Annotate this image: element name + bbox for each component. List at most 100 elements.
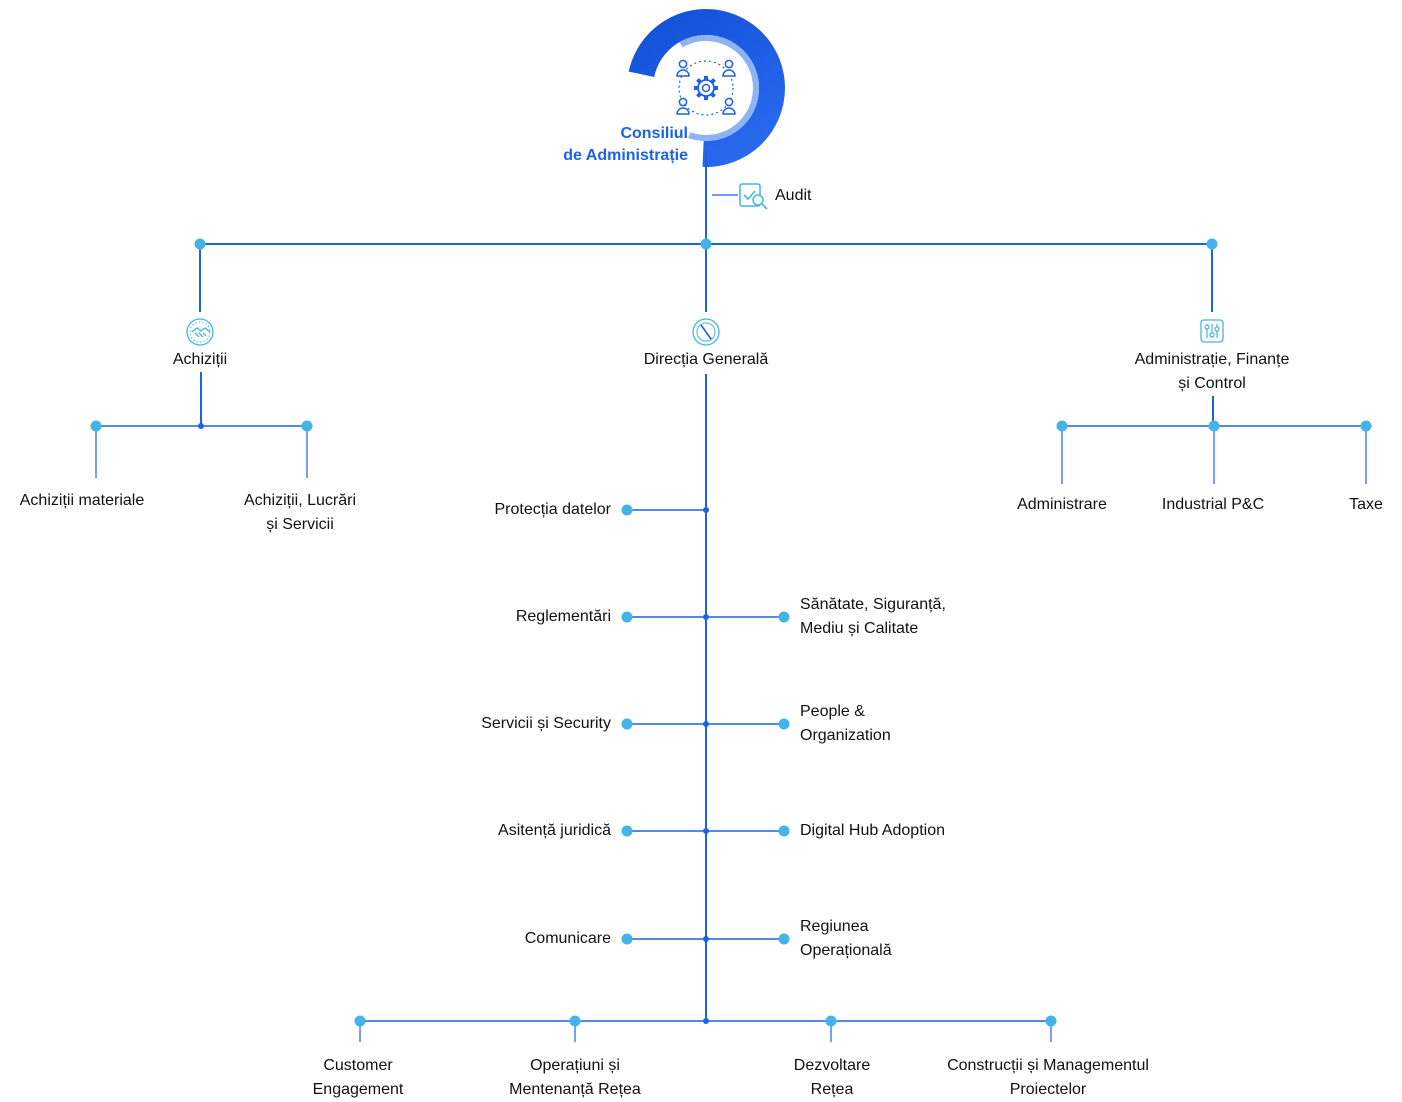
- person-head: [724, 97, 734, 107]
- sliders-icon: [1200, 319, 1224, 343]
- bottom-item-3-label-line-1: Construcții și Managementul: [947, 1057, 1149, 1074]
- directia-right-dot: [778, 611, 790, 623]
- audit-check-icon: [739, 183, 768, 210]
- slider-knob: [1204, 324, 1210, 330]
- branch-administratie-label: Administrație, Finanțe și Control: [1135, 348, 1290, 396]
- top-bus-dot: [1206, 238, 1218, 250]
- directia-left-item-4-label: Comunicare: [525, 927, 611, 951]
- branch-administratie-label-line-2: și Control: [1178, 375, 1246, 392]
- bottom-item-1-label-line-1: Operațiuni și: [530, 1057, 620, 1074]
- person-head: [678, 97, 688, 107]
- person-body: [722, 107, 736, 115]
- board-outer-arc: [627, 8, 786, 167]
- achizitii-materiale-label: Achiziții materiale: [20, 489, 144, 513]
- compass-needle: [700, 324, 712, 340]
- achizitii-lucrari-label: Achiziții, Lucrări și Servicii: [244, 489, 356, 537]
- sliders-frame: [1200, 319, 1224, 343]
- compass-icon-ring: [692, 318, 720, 346]
- handshake-hands: [191, 327, 211, 338]
- directia-right-item-2-label: Digital Hub Adoption: [800, 819, 945, 843]
- person-head: [678, 59, 688, 69]
- directia-right-item-0-label-line-2: Mediu și Calitate: [800, 620, 919, 637]
- board-title-title-line2: de Administrație: [563, 147, 688, 164]
- gear-tooth: [704, 76, 708, 81]
- slider-knob: [1214, 326, 1220, 332]
- junction-dot: [703, 507, 709, 513]
- achizitii-lucrari-label-line-1: Achiziții, Lucrări: [243, 492, 357, 509]
- directia-right-item-0-label: Sănătate, Siguranță, Mediu și Calitate: [800, 593, 946, 641]
- person-icon: [722, 97, 736, 115]
- bottom-item-3-label-line-2: Proiectelor: [1009, 1081, 1087, 1098]
- directia-left-item-0-label: Protecția datelor: [494, 498, 611, 522]
- person-body: [722, 69, 736, 77]
- board-title: Consiliul de Administrație: [563, 123, 688, 167]
- administratie-child-2-label-line-1: Taxe: [1349, 496, 1383, 513]
- directia-left-item-1-label-line-1: Reglementări: [515, 608, 611, 625]
- directia-right-item-1-label: People &Organization: [800, 700, 891, 748]
- junction-dot: [703, 828, 709, 834]
- gear-hub: [701, 83, 711, 93]
- directia-left-dot: [621, 933, 633, 945]
- board-title-title-line1: Consiliul: [620, 125, 688, 142]
- gear-tooth: [704, 95, 708, 100]
- directia-left-item-3-label: Asitență juridică: [498, 819, 611, 843]
- directia-right-item-2-label-line-1: Digital Hub Adoption: [800, 822, 945, 839]
- directia-left-dot: [621, 825, 633, 837]
- compass-icon: [692, 318, 720, 346]
- junction-dot: [703, 1018, 709, 1024]
- achizitii-child-dot: [90, 420, 102, 432]
- person-icon: [676, 59, 690, 77]
- administratie-child-1-label: Industrial P&C: [1162, 493, 1264, 517]
- bottom-item-2-label-line-1: Dezvoltare: [793, 1057, 871, 1074]
- gear-body: [697, 79, 715, 97]
- directia-left-item-2-label: Servicii și Security: [481, 712, 611, 736]
- bottom-dot: [354, 1015, 366, 1027]
- administratie-child-dot: [1360, 420, 1372, 432]
- achizitii-child-dot: [301, 420, 313, 432]
- audit-magnifier-handle: [761, 203, 768, 210]
- achizitii-materiale-label-line-1: Achiziții materiale: [19, 492, 145, 509]
- directia-left-item-2-label-line-1: Servicii și Security: [481, 715, 611, 732]
- junction-dot: [703, 936, 709, 942]
- bottom-item-0-label-line-1: Customer: [323, 1057, 393, 1074]
- directia-right-dot: [778, 933, 790, 945]
- bottom-item-1-label: Operațiuni și Mentenanță Rețea: [509, 1054, 641, 1102]
- achizitii-lucrari-label-line-2: și Servicii: [266, 516, 334, 533]
- directia-right-item-1-label-line-2: Organization: [800, 727, 891, 744]
- branch-administratie-label-line-1: Administrație, Finanțe: [1134, 351, 1290, 368]
- administratie-child-0-label: Administrare: [1017, 493, 1107, 517]
- bottom-item-1-label-line-2: Mentenanță Rețea: [509, 1081, 641, 1098]
- audit-label: Audit: [775, 187, 812, 204]
- directia-left-item-0-label-line-1: Protecția datelor: [494, 501, 611, 518]
- administratie-child-2-label: Taxe: [1349, 493, 1383, 517]
- bottom-dot: [569, 1015, 581, 1027]
- directia-right-item-3-label-line-2: Operațională: [800, 942, 892, 959]
- person-body: [676, 107, 690, 115]
- branch-directia-generala-label: Direcția Generală: [644, 348, 769, 372]
- junction-dot: [703, 614, 709, 620]
- directia-left-item-4-label-line-1: Comunicare: [524, 930, 611, 947]
- administratie-child-dot: [1056, 420, 1068, 432]
- board-inner-arc: [653, 34, 759, 141]
- directia-left-dot: [621, 718, 633, 730]
- handshake-icon-ring: [186, 318, 214, 346]
- administratie-child-dot: [1208, 420, 1220, 432]
- top-bus-dot: [194, 238, 206, 250]
- bottom-dot: [825, 1015, 837, 1027]
- handshake-icon: [186, 318, 214, 346]
- board-people-gear-icon: [676, 59, 736, 115]
- bottom-item-0-label-line-2: Engagement: [312, 1081, 404, 1098]
- bottom-dot: [1045, 1015, 1057, 1027]
- top-bus-dot: [700, 238, 712, 250]
- junction-dot: [198, 423, 204, 429]
- directia-left-dot: [621, 504, 633, 516]
- administratie-child-0-label-line-1: Administrare: [1017, 496, 1107, 513]
- person-body: [676, 69, 690, 77]
- directia-right-dot: [778, 718, 790, 730]
- person-head: [724, 59, 734, 69]
- directia-right-item-0-label-line-1: Sănătate, Siguranță,: [800, 596, 946, 613]
